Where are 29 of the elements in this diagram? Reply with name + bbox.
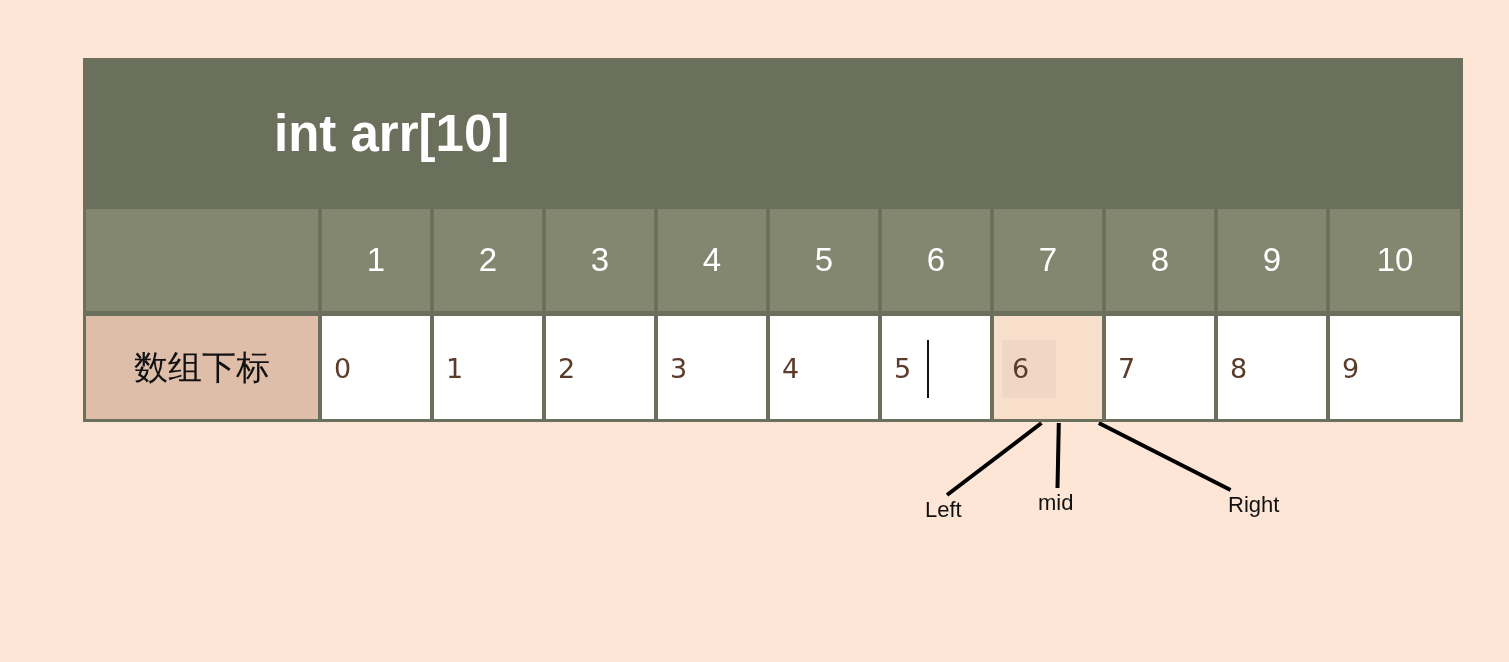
index-number: 5 <box>893 352 913 386</box>
index-number: 9 <box>1341 352 1361 386</box>
header-cell: 4 <box>658 209 766 311</box>
leader-line <box>1055 422 1061 489</box>
header-cell: 2 <box>434 209 542 311</box>
header-cell: 3 <box>546 209 654 311</box>
header-cell: 10 <box>1330 209 1460 311</box>
index-number: 1 <box>445 352 465 386</box>
header-cell: 8 <box>1106 209 1214 311</box>
header-cell: 5 <box>770 209 878 311</box>
pointer-label: Right <box>1228 492 1280 518</box>
leader-line <box>945 421 1043 497</box>
index-number: 3 <box>669 352 689 386</box>
table-title: int arr[10] <box>274 106 510 162</box>
header-cell: 9 <box>1218 209 1326 311</box>
pointer-label: Left <box>925 497 962 523</box>
highlighted-number: 6 <box>1002 340 1056 398</box>
index-number: 8 <box>1229 352 1249 386</box>
index-number: 0 <box>333 352 353 386</box>
header-cell: 6 <box>882 209 990 311</box>
index-number: 2 <box>557 352 577 386</box>
highlighted-cell <box>994 316 1102 419</box>
pointer-label: mid <box>1038 490 1074 516</box>
index-number: 7 <box>1117 352 1137 386</box>
row-header-cell: 数组下标 <box>86 316 318 419</box>
leader-line <box>1097 421 1232 492</box>
header-cell: 1 <box>322 209 430 311</box>
header-cell: 7 <box>994 209 1102 311</box>
index-number: 4 <box>781 352 801 386</box>
